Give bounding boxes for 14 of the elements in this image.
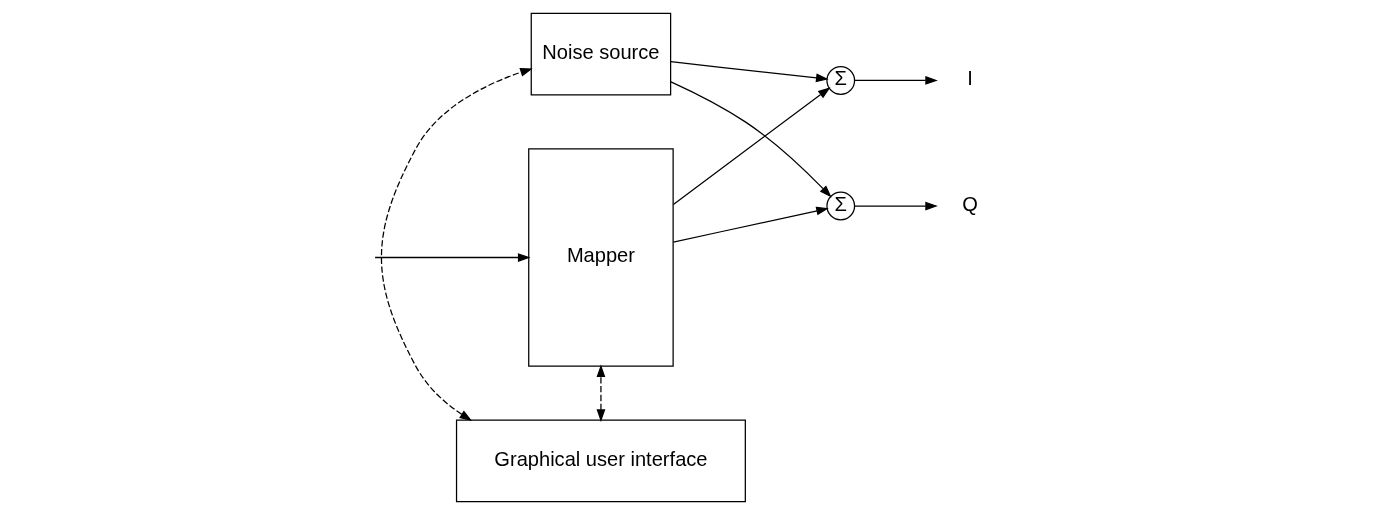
node-circle: Σ: [825, 66, 855, 95]
arrow: [380, 68, 533, 421]
node-box: Graphical user interface: [455, 419, 746, 503]
node-text: Q: [961, 192, 978, 215]
node-circle: Σ: [825, 191, 855, 221]
node-box: Mapper: [527, 148, 674, 367]
arrow: [853, 201, 938, 211]
node-box: Noise source: [530, 12, 671, 96]
arrow: [596, 364, 605, 422]
node-text: I: [966, 67, 973, 90]
arrow: [669, 61, 829, 83]
arrow: [853, 76, 938, 85]
arrow: [672, 206, 829, 243]
arrow: [373, 253, 530, 262]
